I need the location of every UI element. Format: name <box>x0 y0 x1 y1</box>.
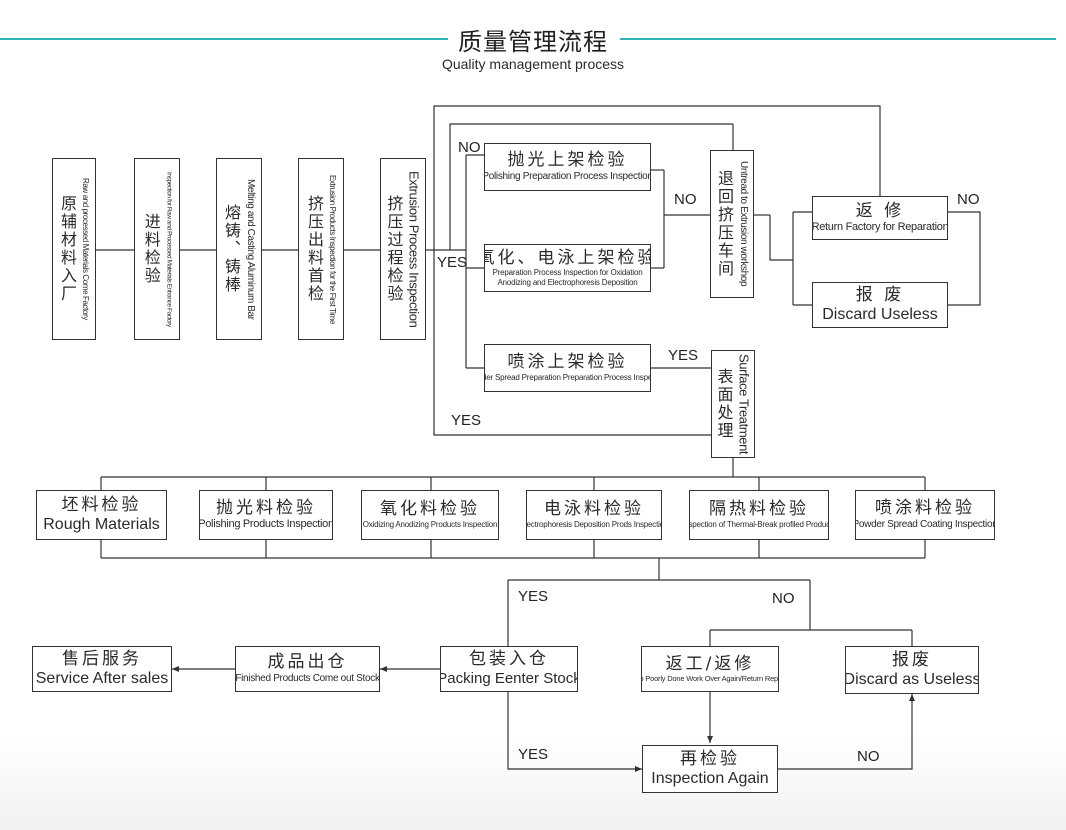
box-label-en: Rough Materials <box>43 516 160 534</box>
box-label-en: Electrophoresis Deposition Prods Inspect… <box>526 519 662 529</box>
box-label-zh: 报 废 <box>855 284 905 305</box>
page-subtitle: Quality management process <box>441 56 625 72</box>
stage-first-extrusion-inspection: 挤压出料首检 Extrusion Products Inspection for… <box>298 158 344 340</box>
box-label-zh: 返工/返修 <box>665 653 755 674</box>
material-inspection-rough: 坯料检验 Rough Materials <box>36 490 167 540</box>
stage-label-en: Extrusion Process Inspection <box>406 170 422 328</box>
box-label-en: Return Factory for Reparation <box>812 221 948 234</box>
stage-label-zh: 进料检验 <box>141 213 161 285</box>
stage-label-zh: 挤压出料首检 <box>305 195 324 303</box>
stage-label-en: Extrusion Products Inspection for the Fi… <box>328 174 337 324</box>
label-yes-branch: YES <box>437 254 468 271</box>
box-label-en: Discard as Useless <box>845 671 979 689</box>
label-yes-loop: YES <box>451 412 482 429</box>
return-extrusion-workshop: 退回挤压车间 Untread to Extrusion workshop <box>710 150 754 298</box>
box-label-zh: 包装入仓 <box>469 649 549 670</box>
label-yes-packing: YES <box>518 588 549 605</box>
label-no-reinspect: NO <box>857 748 880 765</box>
stage-melting-casting: 熔铸、铸棒 Melting and Casting Aluminum Bar <box>216 158 262 340</box>
connector <box>769 215 793 261</box>
stage-label-zh: 熔铸、铸棒 <box>222 204 241 294</box>
box-label-en: Inspection of Thermal-Break profiled Pro… <box>689 519 829 529</box>
stage-raw-materials: 原辅材料入厂 Raw and processed Materials Come … <box>52 158 96 340</box>
polishing-preparation-inspection: 抛光上架检验 Polishing Preparation Process Ins… <box>484 143 651 191</box>
title-rule-left <box>0 38 448 40</box>
stage-incoming-inspection: 进料检验 Inspection for Raw and Processed Ma… <box>134 158 180 340</box>
connector <box>433 105 881 436</box>
material-inspection-electrophoresis: 电泳料检验 Electrophoresis Deposition Prods I… <box>526 490 662 540</box>
surface-treatment: 表面处理 Surface Treatment <box>711 350 755 458</box>
label-no-top: NO <box>458 139 481 156</box>
box-label-en: Surface Treatment <box>736 353 752 455</box>
box-label-zh: 氧化料检验 <box>380 499 480 520</box>
box-label-en: Packing Eenter Stock <box>440 669 578 687</box>
connector <box>778 694 915 770</box>
box-label-zh: 成品出仓 <box>267 652 348 673</box>
box-label-zh: 售后服务 <box>62 648 142 669</box>
inspection-again: 再检验 Inspection Again <box>642 745 778 793</box>
box-label-en-2: Anodizing and Electrophoresis Deposition <box>497 277 638 287</box>
oxidation-preparation-inspection: 氧化、电泳上架检验 Preparation Process Inspection… <box>484 244 651 292</box>
box-label-zh: 坯料检验 <box>61 494 142 515</box>
stage-label-en: Inspection for Raw and Processed Materia… <box>165 171 173 327</box>
box-label-zh: 电泳料检验 <box>544 499 644 520</box>
box-label-en: Service After sales <box>35 670 169 688</box>
box-label-en: Oxidizing Anodizing Products Inspection <box>362 519 498 529</box>
label-no-reparation: NO <box>957 191 980 208</box>
label-yes-reinspect: YES <box>518 746 549 763</box>
box-label-zh: 隔热料检验 <box>709 499 809 520</box>
box-label-en: Untread to Extrusion workshop <box>738 161 749 287</box>
connector <box>507 692 642 772</box>
box-label-zh: 喷涂上架检验 <box>507 352 628 373</box>
box-label-en: Powder Spread Preparation Preparation Pr… <box>485 372 651 382</box>
label-no-workshop: NO <box>674 191 697 208</box>
stage-label-zh: 原辅材料入厂 <box>58 195 77 303</box>
discard-useless-top: 报 废 Discard Useless <box>812 282 948 328</box>
material-inspection-polishing: 抛光料检验 Polishing Products Inspection <box>199 490 333 540</box>
return-factory-reparation: 返 修 Return Factory for Reparation <box>812 196 948 240</box>
label-no-rework: NO <box>772 590 795 607</box>
powder-spray-preparation-inspection: 喷涂上架检验 Powder Spread Preparation Prepara… <box>484 344 651 392</box>
box-label-zh: 退回挤压车间 <box>715 170 734 278</box>
box-label-en: Preparation Process Inspection for Oxida… <box>492 268 643 278</box>
connector <box>948 211 981 306</box>
box-label-en: Polishing Preparation Process Inspection <box>484 170 651 182</box>
stage-label-zh: 挤压过程检验 <box>384 195 404 303</box>
discard-as-useless-bottom: 报废 Discard as Useless <box>845 646 979 694</box>
connector <box>449 123 733 250</box>
box-label-en: Polishing Products Inspection <box>199 518 333 531</box>
box-label-zh: 返 修 <box>855 200 905 221</box>
material-inspection-powder-coating: 喷涂料检验 Powder Spread Coating Inspection <box>855 490 995 540</box>
box-label-en: Do Poorly Done Work Over Again/Return Re… <box>641 674 779 684</box>
stage-label-en: Melting and Casting Aluminum Bar <box>245 178 256 320</box>
finished-products-out-stock: 成品出仓 Finished Products Come out Stock <box>235 646 380 692</box>
page-title: 质量管理流程 <box>458 28 608 56</box>
box-label-zh: 抛光上架检验 <box>507 150 628 171</box>
label-yes-surface: YES <box>668 347 699 364</box>
stage-label-en: Raw and processed Materials Come Factory <box>81 178 90 320</box>
box-label-en: Discard Useless <box>822 306 938 324</box>
material-inspection-oxidizing: 氧化料检验 Oxidizing Anodizing Products Inspe… <box>361 490 499 540</box>
box-label-en: Inspection Again <box>651 770 769 788</box>
box-label-zh: 氧化、电泳上架检验 <box>484 247 651 268</box>
box-label-zh: 抛光料检验 <box>216 497 316 518</box>
box-label-zh: 表面处理 <box>714 368 734 440</box>
background-gradient <box>0 740 1066 830</box>
stage-extrusion-process-inspection: 挤压过程检验 Extrusion Process Inspection <box>380 158 426 340</box>
title-rule-right <box>620 38 1056 40</box>
material-inspection-thermal-break: 隔热料检验 Inspection of Thermal-Break profil… <box>689 490 829 540</box>
box-label-zh: 报废 <box>892 649 932 670</box>
packing-enter-stock: 包装入仓 Packing Eenter Stock <box>440 646 578 692</box>
service-after-sales: 售后服务 Service After sales <box>32 646 172 692</box>
box-label-zh: 喷涂料检验 <box>875 498 975 519</box>
box-label-zh: 再检验 <box>680 748 740 769</box>
rework-return-repair: 返工/返修 Do Poorly Done Work Over Again/Ret… <box>641 646 779 692</box>
box-label-en: Finished Products Come out Stock <box>235 672 380 684</box>
box-label-en: Powder Spread Coating Inspection <box>855 518 995 530</box>
